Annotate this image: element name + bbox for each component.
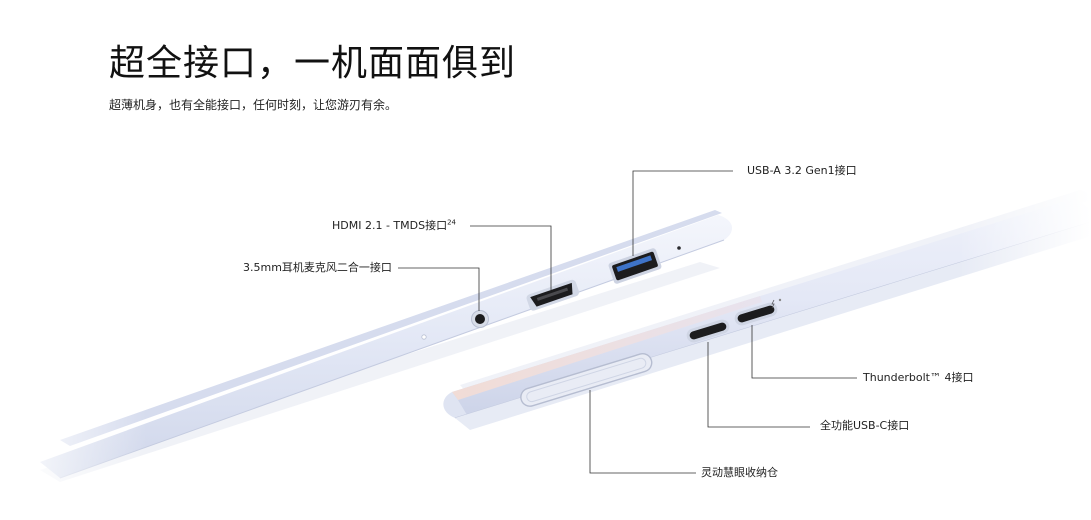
leader-lines bbox=[398, 170, 857, 474]
page-title: 超全接口，一机面面俱到 bbox=[109, 43, 517, 84]
hdmi-label-text: HDMI 2.1 - TMDS接口 bbox=[332, 219, 448, 232]
thunderbolt-port bbox=[734, 302, 778, 326]
usb-a-port bbox=[608, 248, 662, 284]
thunderbolt-label: Thunderbolt™ 4接口 bbox=[863, 371, 974, 384]
usb-c-label: 全功能USB-C接口 bbox=[820, 419, 910, 432]
hello-cam-dock-label: 灵动慧眼收纳仓 bbox=[701, 466, 778, 479]
usb-c-port bbox=[686, 319, 730, 343]
hello-cam-dock bbox=[520, 353, 653, 407]
hdmi-footnote: 24 bbox=[447, 218, 457, 227]
hdmi-label: HDMI 2.1 - TMDS接口24 bbox=[332, 219, 456, 233]
page-subtitle: 超薄机身，也有全能接口，任何时刻，让您游刃有余。 bbox=[109, 98, 398, 112]
laptop-right-side bbox=[443, 170, 1091, 470]
hdmi-port bbox=[526, 279, 580, 311]
laptop-left-side bbox=[0, 200, 733, 500]
audio-jack-label: 3.5mm耳机麦克风二合一接口 bbox=[243, 261, 392, 274]
usb-a-label: USB-A 3.2 Gen1接口 bbox=[747, 164, 857, 177]
